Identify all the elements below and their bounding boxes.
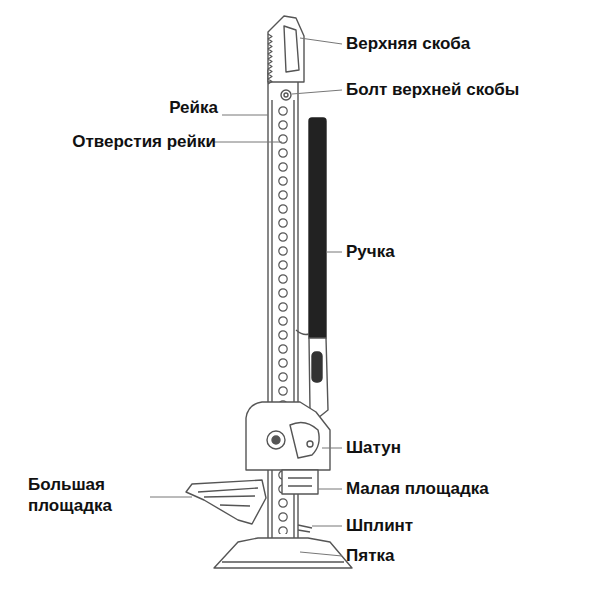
foot xyxy=(214,538,352,568)
part-label: Рейка xyxy=(169,97,218,118)
leader-lines xyxy=(150,38,342,556)
part-label: Пятка xyxy=(346,545,394,566)
bracket-bolt xyxy=(281,90,291,100)
part-label: Верхняя скоба xyxy=(346,33,470,54)
part-label: Шплинт xyxy=(346,515,413,536)
part-label: Большая площадка xyxy=(28,474,146,516)
part-label: Отверстия рейки xyxy=(72,131,216,152)
top-bracket xyxy=(268,16,304,82)
mechanism xyxy=(246,402,330,470)
big-platform xyxy=(186,480,266,524)
part-label: Ручка xyxy=(346,241,395,262)
handle xyxy=(309,118,326,340)
part-label: Болт верхней скобы xyxy=(346,79,519,100)
part-label: Малая площадка xyxy=(346,478,489,499)
part-label: Шатун xyxy=(346,437,401,458)
